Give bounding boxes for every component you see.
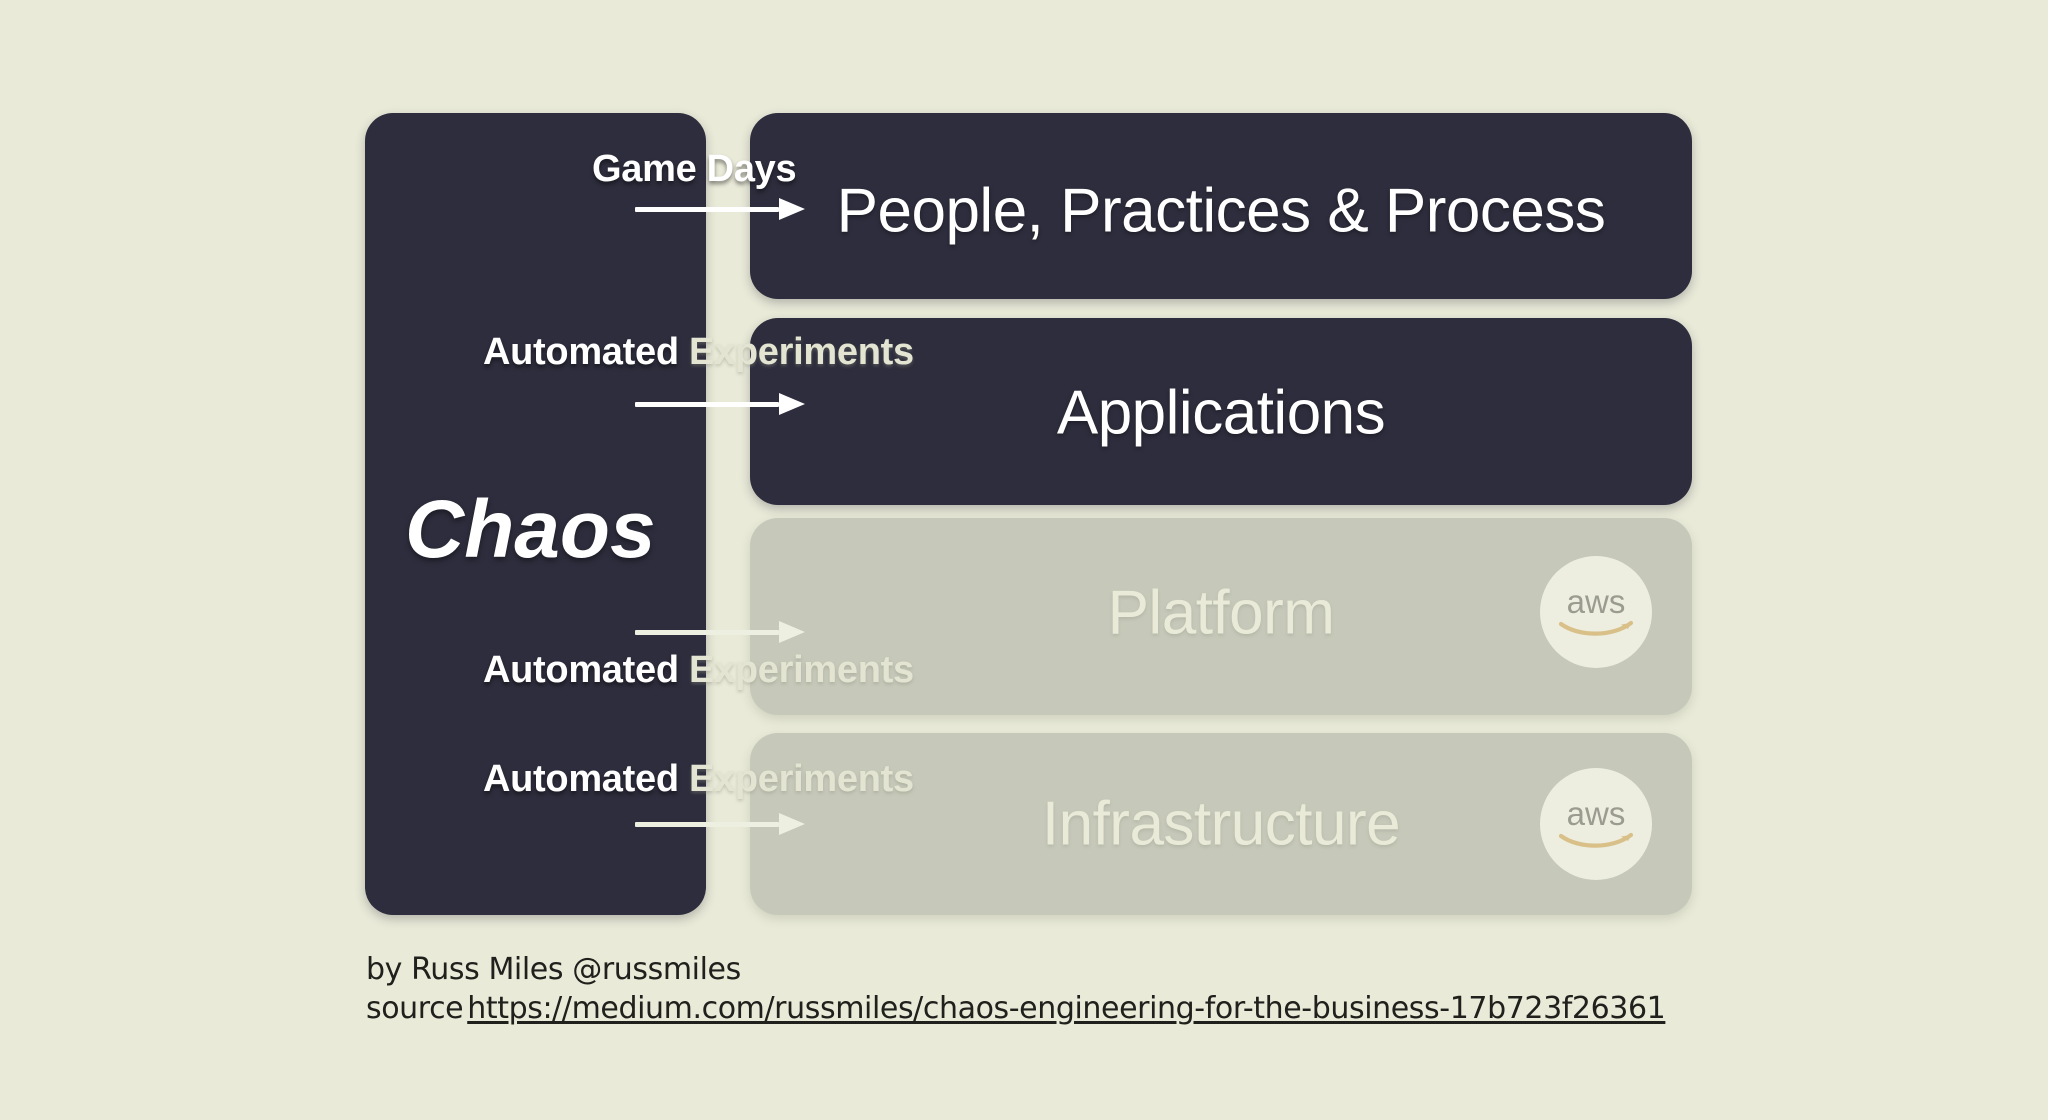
arrow-label-automated-experiments-applications: Automated Experiments (483, 331, 914, 374)
source-url-link[interactable]: https://medium.com/russmiles/chaos-engin… (467, 991, 1666, 1026)
chaos-label: Chaos (405, 484, 656, 575)
arrow-label-automated-text: Automated (483, 649, 679, 691)
row-title-infrastructure: Infrastructure (1041, 789, 1401, 859)
arrow-label-automated-text: Automated (483, 758, 679, 800)
svg-text:aws: aws (1567, 795, 1626, 832)
arrow-label-automated-experiments-infrastructure: Automated Experiments (483, 758, 914, 801)
row-panel-people (750, 113, 1692, 299)
arrow-label-automated-text: Automated (483, 331, 679, 373)
row-panel-infrastructure (750, 733, 1692, 915)
row-title-applications: Applications (1056, 378, 1386, 448)
author-line: by Russ Miles @russmiles (366, 952, 741, 987)
row-title-platform: Platform (1107, 578, 1335, 648)
arrow-label-experiments-text: Experiments (678, 649, 914, 691)
aws-logo-icon-infrastructure: aws (1540, 768, 1652, 880)
row-title-people: People, Practices & Process (836, 176, 1606, 246)
source-label: source (366, 991, 464, 1026)
svg-text:aws: aws (1567, 583, 1626, 620)
arrow-label-automated-experiments-platform: Automated Experiments (483, 649, 914, 692)
row-panel-applications (750, 318, 1692, 505)
arrow-label-game-days: Game Days (592, 148, 797, 191)
chaos-panel (365, 113, 706, 915)
arrow-label-experiments-text: Experiments (678, 758, 914, 800)
row-panel-platform (750, 518, 1692, 715)
arrow-label-game-days-text: Game Days (592, 148, 797, 190)
aws-logo-icon-platform: aws (1540, 556, 1652, 668)
arrow-label-experiments-text: Experiments (678, 331, 914, 373)
